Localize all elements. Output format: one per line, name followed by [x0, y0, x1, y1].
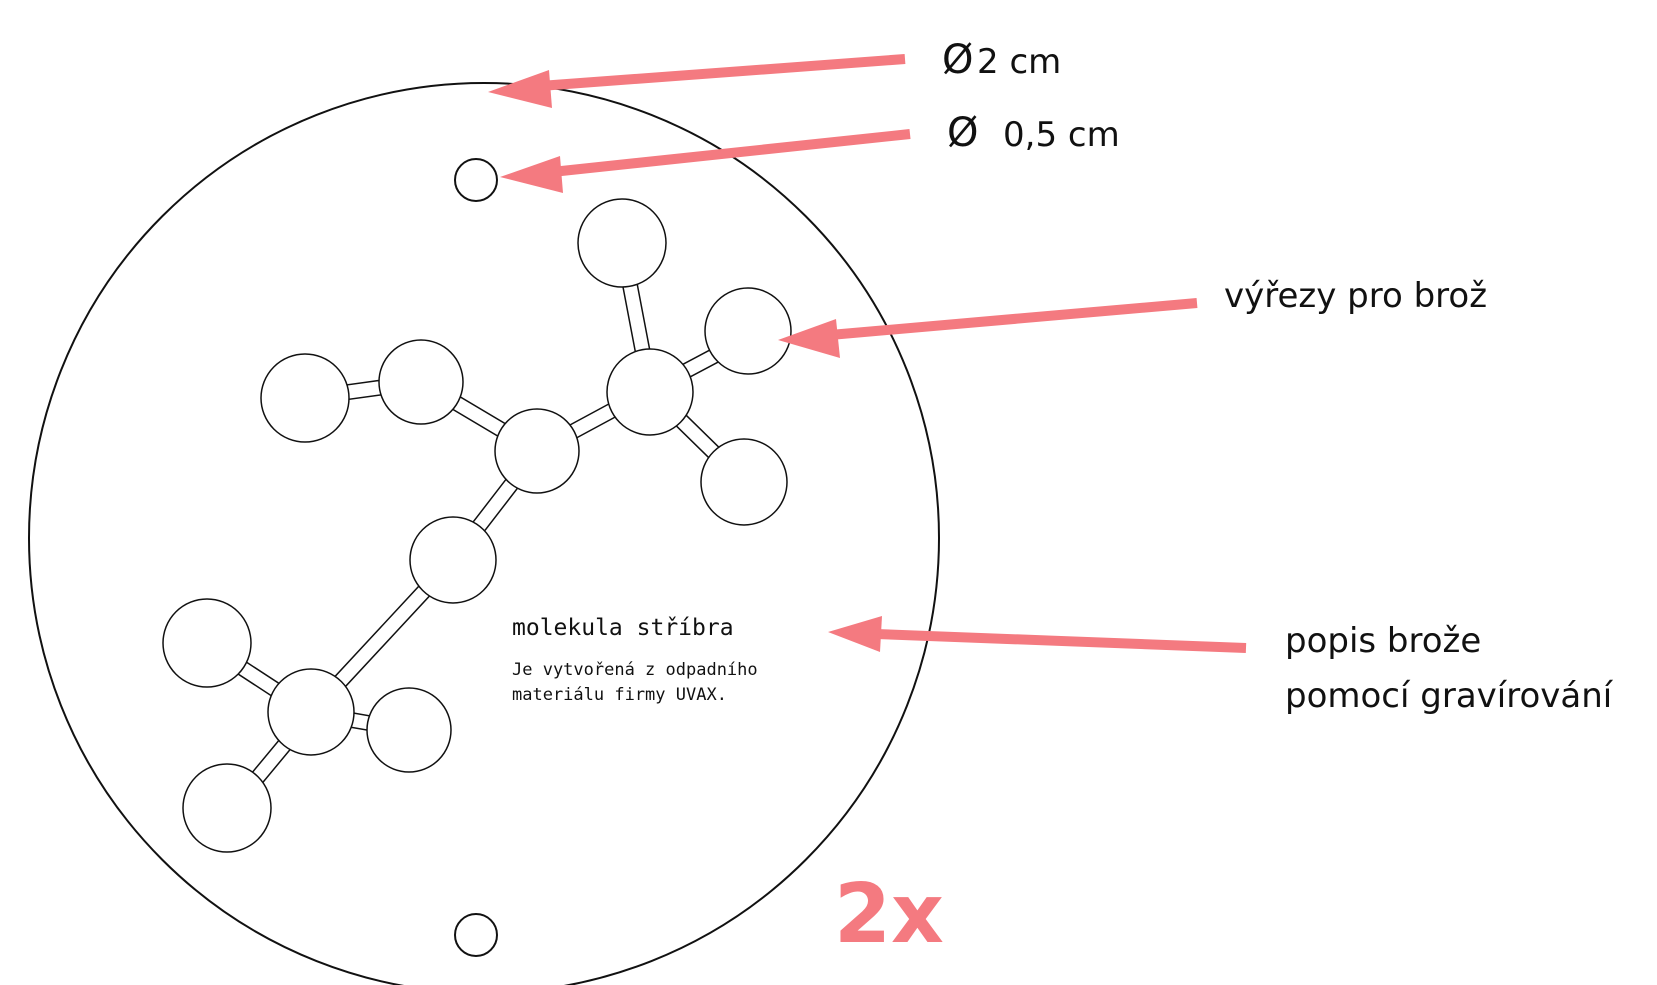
outer-diameter-label: Ø 2 cm	[942, 37, 1061, 83]
atom	[162, 598, 252, 688]
diameter-symbol: Ø	[947, 110, 978, 156]
cutouts-arrow	[778, 298, 1198, 358]
engraving-text: molekula stříbra Je vytvořená z odpadníh…	[512, 615, 758, 705]
bottom-mounting-hole	[454, 913, 498, 957]
cutouts-label: výřezy pro brož	[1224, 276, 1487, 316]
atom	[700, 438, 788, 526]
engraving-line-2: materiálu firmy UVAX.	[512, 685, 727, 705]
outer-disc-outline	[28, 82, 940, 985]
hole-diameter-value: 0,5 cm	[1003, 115, 1120, 155]
engraving-label-line-2: pomocí gravírování	[1285, 676, 1614, 716]
outer-diameter-value: 2 cm	[977, 42, 1061, 82]
atom	[378, 339, 464, 425]
hole-diameter-label: Ø 0,5 cm	[947, 110, 1120, 156]
atom	[606, 348, 694, 436]
atom	[577, 198, 667, 288]
engraving-arrow	[828, 616, 1247, 653]
atom	[494, 408, 580, 494]
diameter-symbol: Ø	[942, 37, 973, 83]
atom	[409, 516, 497, 604]
molecule-cutout	[162, 198, 792, 853]
atom	[182, 763, 272, 853]
outer-diameter-arrow	[488, 54, 906, 108]
quantity-label: 2x	[834, 867, 944, 962]
top-mounting-hole	[454, 158, 498, 202]
atom	[366, 687, 452, 773]
engraving-label-line-1: popis brože	[1285, 621, 1481, 661]
atom	[704, 287, 792, 375]
atom	[267, 668, 355, 756]
hole-diameter-arrow	[500, 129, 911, 193]
engraving-line-1: Je vytvořená z odpadního	[512, 660, 758, 680]
atom	[260, 353, 350, 443]
molecule-atoms	[162, 198, 792, 853]
engraving-title: molekula stříbra	[512, 615, 734, 641]
